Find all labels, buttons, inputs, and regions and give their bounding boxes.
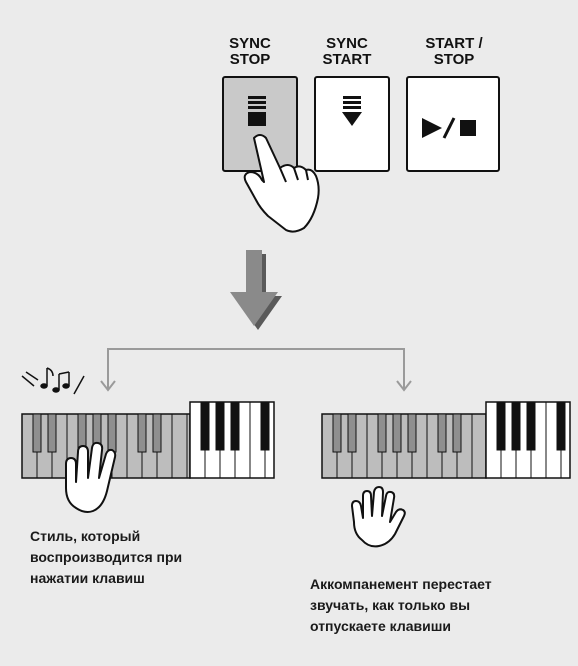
black-key [200,401,210,451]
caption-right: Аккомпанемент перестает звучать, как тол… [310,576,492,634]
black-key [556,401,566,451]
caption-left: Стиль, который воспроизводится при нажат… [30,528,183,586]
black-key-shaded [332,413,342,453]
black-key-shaded [437,413,447,453]
sync-start-label: SYNC START [322,35,372,68]
black-key-shaded [152,413,162,453]
black-key [496,401,506,451]
black-key [526,401,536,451]
black-key-shaded [407,413,417,453]
black-key-shaded [377,413,387,453]
black-key-shaded [32,413,42,453]
sync-start-icon [342,96,362,126]
sync-start-button[interactable] [314,76,390,172]
sync-stop-label: SYNC STOP [229,35,271,68]
black-key-shaded [47,413,57,453]
black-key-shaded [392,413,402,453]
black-key [260,401,270,451]
black-key-shaded [452,413,462,453]
black-key [511,401,521,451]
black-key-shaded [137,413,147,453]
start-stop-label: START / STOP [425,35,483,68]
sync-stop-icon [248,96,266,126]
black-key [215,401,225,451]
start-stop-button[interactable] [406,76,500,172]
black-key [230,401,240,451]
black-key-shaded [347,413,357,453]
play-stop-icon [422,117,476,139]
